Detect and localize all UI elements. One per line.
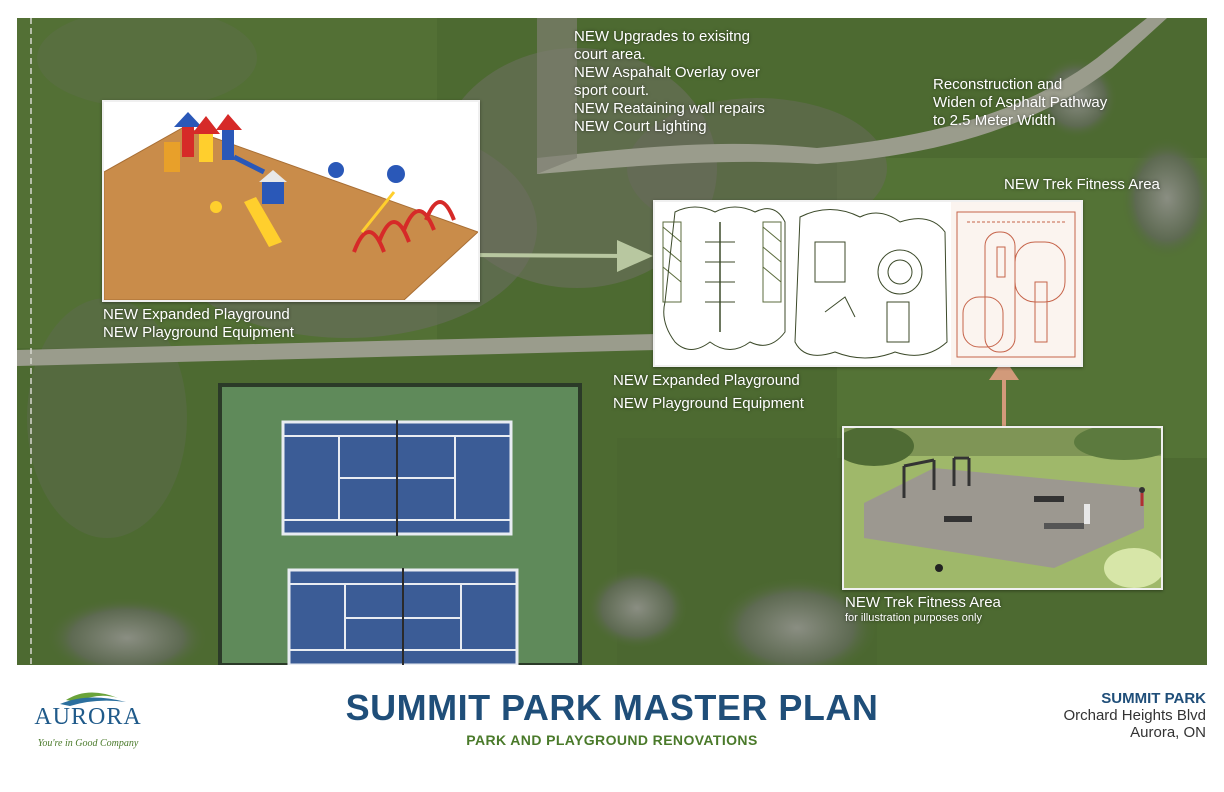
page-subtitle: PARK AND PLAYGROUND RENOVATIONS [466, 732, 758, 748]
playground-arrow-head [617, 240, 653, 272]
court-upgrades-line: NEW Aspahalt Overlay over [574, 64, 760, 81]
fitness-arrow-head [989, 358, 1019, 380]
pathway-annotation: Reconstruction and Widen of Asphalt Path… [933, 76, 1107, 130]
pathway-line: to 2.5 Meter Width [933, 112, 1056, 129]
trek-fitness-bottom-label: NEW Trek Fitness Area [845, 594, 1001, 611]
footer [0, 665, 1224, 792]
court-upgrades-annotation: NEW Upgrades to exisitng court area. NEW… [574, 28, 765, 136]
playground-left-annotation: NEW Expanded Playground NEW Playground E… [103, 306, 294, 342]
aurora-logo: AURORA You're in Good Company [18, 680, 158, 752]
svg-text:You're in Good Company: You're in Good Company [38, 738, 139, 749]
playground-center-annotation: NEW Expanded Playground NEW Playground E… [613, 369, 804, 415]
trek-fitness-top-label: NEW Trek Fitness Area [1004, 176, 1160, 193]
aerial-site-map: NEW Upgrades to exisitng court area. NEW… [17, 18, 1207, 665]
court-upgrades-line: NEW Court Lighting [574, 118, 707, 135]
city-address: Aurora, ON [1130, 724, 1206, 741]
park-address: SUMMIT PARK Orchard Heights Blvd Aurora,… [1063, 690, 1206, 741]
pathway-line: Widen of Asphalt Pathway [933, 94, 1108, 111]
page-title: SUMMIT PARK MASTER PLAN [345, 687, 879, 728]
playground-arrow-line [471, 253, 628, 258]
trek-fitness-bottom-annotation: NEW Trek Fitness Area for illustration p… [845, 594, 1001, 625]
site-plan-drawing [653, 200, 1083, 367]
fitness-render [842, 426, 1163, 590]
svg-text:AURORA: AURORA [34, 704, 141, 730]
court-upgrades-line: court area. [574, 46, 646, 63]
pathway-line: Reconstruction and [933, 76, 1063, 93]
court-upgrades-line: NEW Reataining wall repairs [574, 100, 765, 117]
playground-center-line: NEW Expanded Playground [613, 372, 800, 389]
playground-left-line: NEW Expanded Playground [103, 306, 290, 323]
illustration-note: for illustration purposes only [845, 612, 982, 624]
playground-center-line: NEW Playground Equipment [613, 395, 804, 412]
playground-render [102, 100, 480, 302]
aurora-logo-graphic: AURORA You're in Good Company [34, 692, 141, 749]
court-upgrades-line: sport court. [574, 82, 650, 99]
playground-left-line: NEW Playground Equipment [103, 324, 294, 341]
park-name: SUMMIT PARK [1101, 690, 1206, 707]
street-address: Orchard Heights Blvd [1063, 707, 1206, 724]
court-upgrades-line: NEW Upgrades to exisitng [574, 28, 750, 45]
